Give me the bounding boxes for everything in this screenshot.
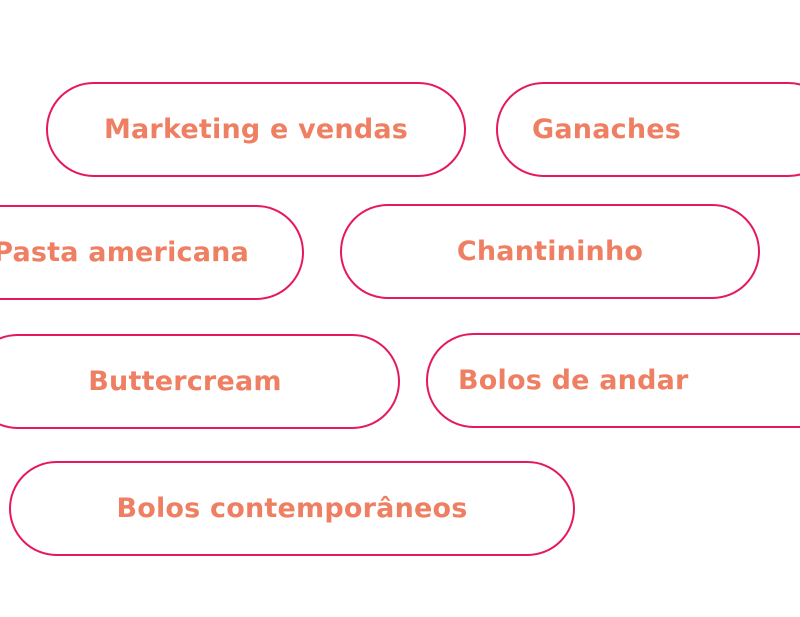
tag-ganaches[interactable]: Ganaches — [496, 82, 800, 177]
tag-label: Buttercream — [88, 366, 282, 397]
tag-label: Ganaches — [532, 114, 682, 145]
tag-pasta-americana[interactable]: Pasta americana — [0, 205, 304, 300]
tag-chantininho[interactable]: Chantininho — [340, 204, 760, 299]
tag-label: Chantininho — [456, 236, 644, 267]
tag-label: Bolos de andar — [458, 365, 689, 396]
tag-buttercream[interactable]: Buttercream — [0, 334, 400, 429]
tag-label: Marketing e vendas — [103, 114, 409, 145]
tag-label: Pasta americana — [0, 237, 249, 268]
tag-marketing-e-vendas[interactable]: Marketing e vendas — [46, 82, 466, 177]
tag-label: Bolos contemporâneos — [116, 493, 468, 524]
tag-bolos-contemporaneos[interactable]: Bolos contemporâneos — [9, 461, 575, 556]
tag-bolos-de-andar[interactable]: Bolos de andar — [426, 333, 800, 428]
